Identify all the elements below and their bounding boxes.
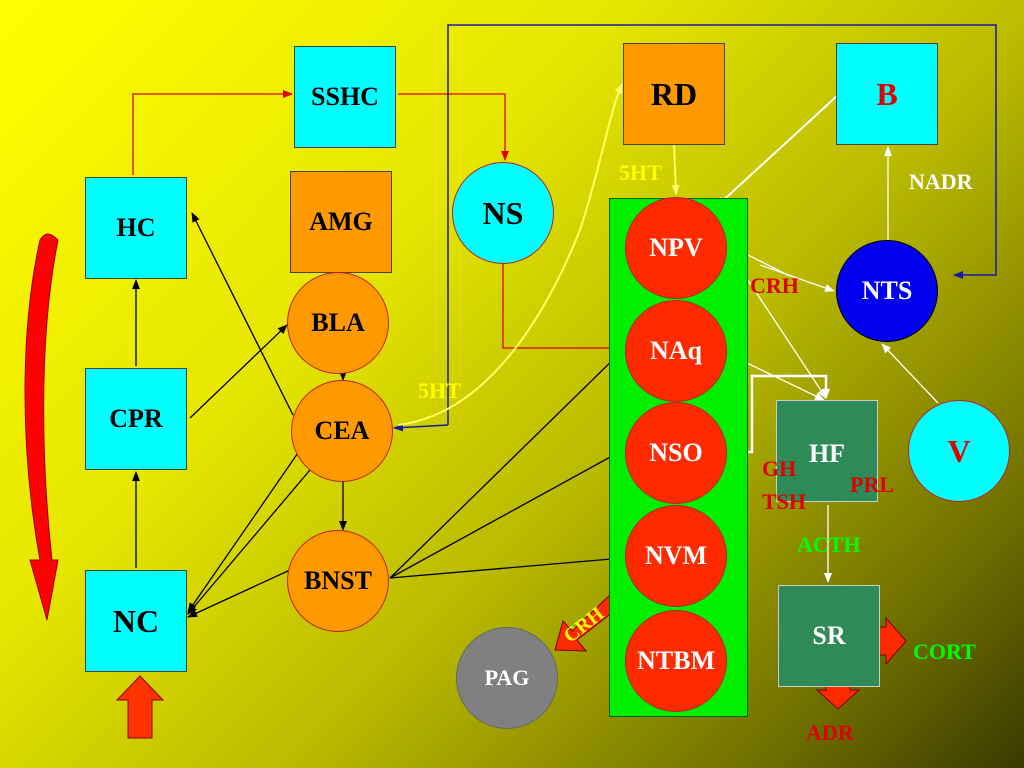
label-nadr: NADR	[909, 169, 973, 194]
label-tsh: TSH	[762, 489, 807, 514]
crh-block-arrow	[554, 592, 623, 652]
node-sr: SR	[778, 585, 880, 687]
node-nts: NTS	[836, 240, 938, 342]
label-gh: GH	[762, 456, 797, 481]
label-adr: ADR	[806, 720, 854, 745]
node-cea: CEA	[291, 380, 393, 482]
node-ns: NS	[452, 162, 554, 264]
node-nso: NSO	[625, 402, 727, 504]
node-npv: NPV	[625, 197, 727, 299]
label-prl: PRL	[850, 472, 894, 497]
node-hf: HF	[776, 400, 878, 502]
node-nvm: NVM	[625, 505, 727, 607]
label-5ht-left: 5HT	[418, 378, 461, 403]
node-cpr: CPR	[85, 368, 187, 470]
node-pag: PAG	[456, 627, 558, 729]
label-cort: CORT	[913, 639, 976, 664]
label-crh-mid: CRH	[750, 273, 799, 298]
up-red-arrow	[115, 675, 165, 739]
node-amg: AMG	[290, 171, 392, 273]
node-v: V	[908, 400, 1010, 502]
node-nc: NC	[85, 570, 187, 672]
label-acth: ACTH	[797, 532, 861, 557]
curved-red-arrow	[24, 233, 59, 621]
node-ntbm: NTBM	[625, 610, 727, 712]
label-5ht-top: 5HT	[619, 160, 662, 185]
node-rd: RD	[623, 43, 725, 145]
node-bnst: BNST	[287, 530, 389, 632]
node-bla: BLA	[287, 272, 389, 374]
node-naq: NAq	[625, 300, 727, 402]
node-b: B	[836, 43, 938, 145]
node-hc: HC	[85, 177, 187, 279]
node-sshc: SSHC	[294, 46, 396, 148]
